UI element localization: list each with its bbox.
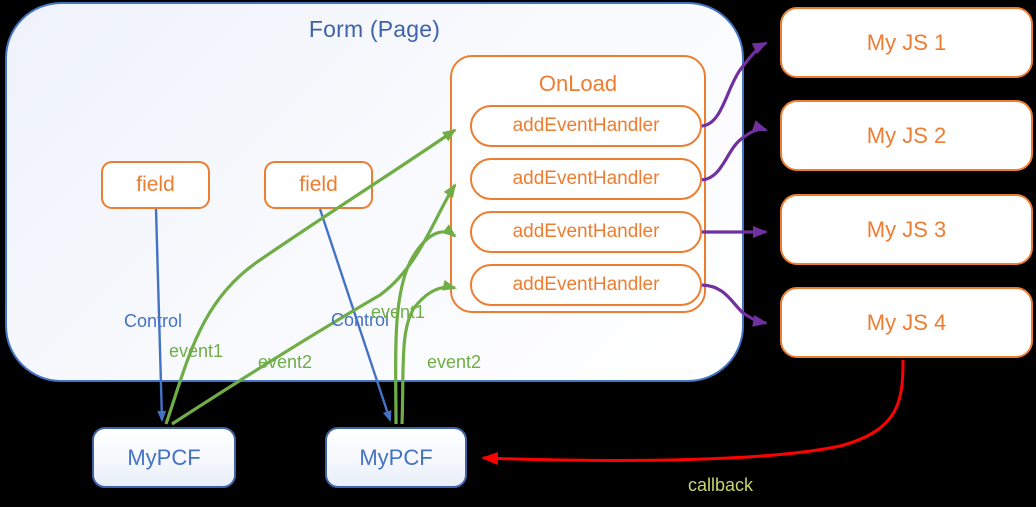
add-event-handler-2[interactable]: addEventHandler [470,158,702,200]
add-event-handler-1[interactable]: addEventHandler [470,105,702,147]
add-event-handler-3[interactable]: addEventHandler [470,211,702,253]
edge-label-event2-a: event2 [258,352,312,372]
edge-label-event2-b: event2 [427,352,481,372]
my-js-box-1[interactable]: My JS 1 [780,7,1033,78]
edge-label-event1-b: event1 [371,302,425,322]
onload-title: OnLoad [538,71,618,96]
my-js-box-3[interactable]: My JS 3 [780,194,1033,265]
my-pcf-box-2[interactable]: MyPCF [325,427,467,488]
edge-label-control-1: Control [124,311,182,331]
my-js-box-2[interactable]: My JS 2 [780,100,1033,171]
form-page-title: Form (Page) [308,16,441,42]
edge-label-callback: callback [688,475,754,495]
add-event-handler-4[interactable]: addEventHandler [470,264,702,306]
edge-label-event1-a: event1 [169,341,223,361]
my-pcf-box-1[interactable]: MyPCF [92,427,236,488]
my-js-box-4[interactable]: My JS 4 [780,287,1033,358]
